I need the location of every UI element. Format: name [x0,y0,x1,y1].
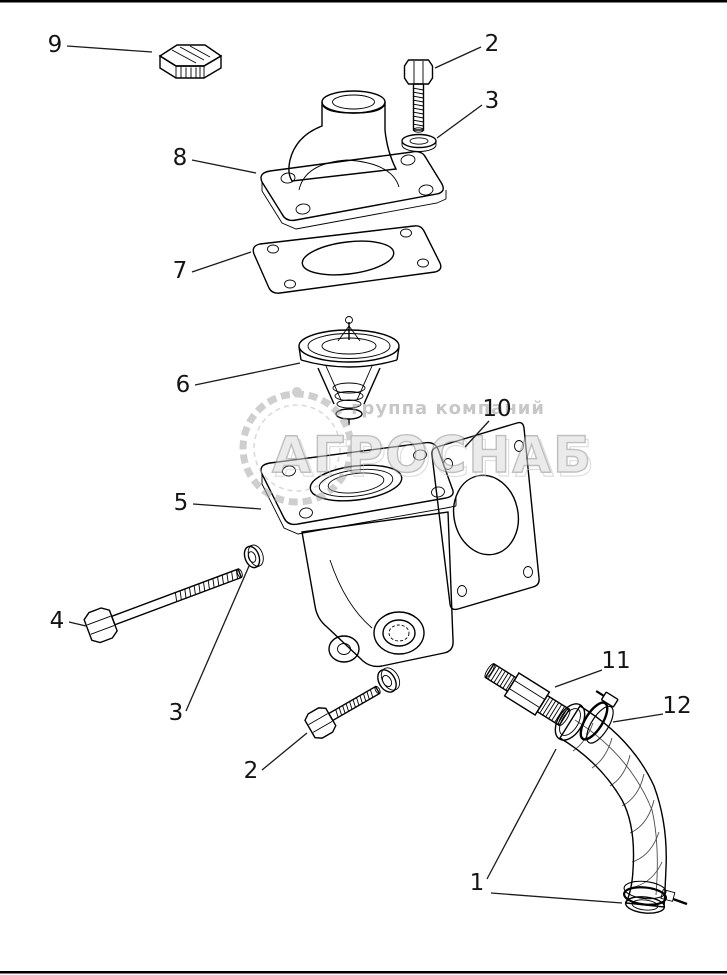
callout-3-lower-label: 3 [169,700,184,726]
callout-4-label: 4 [50,608,65,634]
leader-7 [191,251,252,273]
leader-3-lower [185,565,250,712]
callout-1-label: 1 [470,870,485,896]
callout-6-label: 6 [176,372,191,398]
part-hose-1 [554,703,688,914]
leader-12 [612,713,664,723]
part-gasket-10 [431,421,540,611]
part-fitting-11 [484,662,571,727]
leader-lines [66,45,664,904]
part-cover-8 [260,90,447,230]
fitting-threads-left [487,665,515,691]
callout-2-upper-label: 2 [485,31,500,57]
bolt-threads [174,569,239,602]
part-bolt-2-lower [304,685,381,739]
leader-3-upper [436,104,483,139]
watermark-wreath-inner [253,404,341,492]
leader-2-upper [434,46,482,69]
part-bolt-2-upper [403,59,434,133]
part-washer-3-left [243,544,264,569]
part-gasket-7 [252,225,442,294]
leader-10 [464,420,490,448]
page-bottom-border [0,971,727,974]
leader-11 [554,669,603,688]
plug-knurl-lines [171,45,211,79]
callout-5-label: 5 [174,490,189,516]
part-bolt-4 [83,568,243,644]
callout-3-upper-label: 3 [485,88,500,114]
leader-2-lower [261,732,308,771]
watermark-brand: АГРОСНАБ [272,426,593,484]
watermark: АГРОСНАБ АГРОСНАБ группа компаний [239,387,596,506]
leader-1b [490,892,623,904]
watermark-wreath-top [292,387,302,397]
bolt-threads [413,87,424,127]
bolt-threads [335,689,374,718]
callout-9-label: 9 [48,32,63,58]
hose-bottom-clamp [622,880,688,906]
callout-labels: 9 2 3 8 7 6 10 5 4 3 2 11 12 1 [48,31,692,896]
callout-2-lower-label: 2 [244,758,259,784]
callout-8-label: 8 [173,145,188,171]
callout-7-label: 7 [173,258,188,284]
leader-5 [192,503,262,510]
leader-1a [486,748,557,880]
callout-10-label: 10 [482,396,511,422]
watermark-subtitle: группа компаний [351,398,545,419]
watermark-brand-shadow: АГРОСНАБ [275,430,596,488]
leader-9 [66,45,153,53]
callout-12-label: 12 [662,693,691,719]
part-washer-3-upper [401,133,437,152]
part-washer-3-lower [377,667,401,693]
leader-6 [194,362,301,386]
leader-8 [191,159,257,174]
part-clamp-12 [579,690,619,744]
part-plug-9 [158,44,223,79]
page-top-border [0,0,727,3]
callout-11-label: 11 [601,648,630,674]
leader-4 [68,621,87,627]
hose-surface-lines [572,719,663,896]
